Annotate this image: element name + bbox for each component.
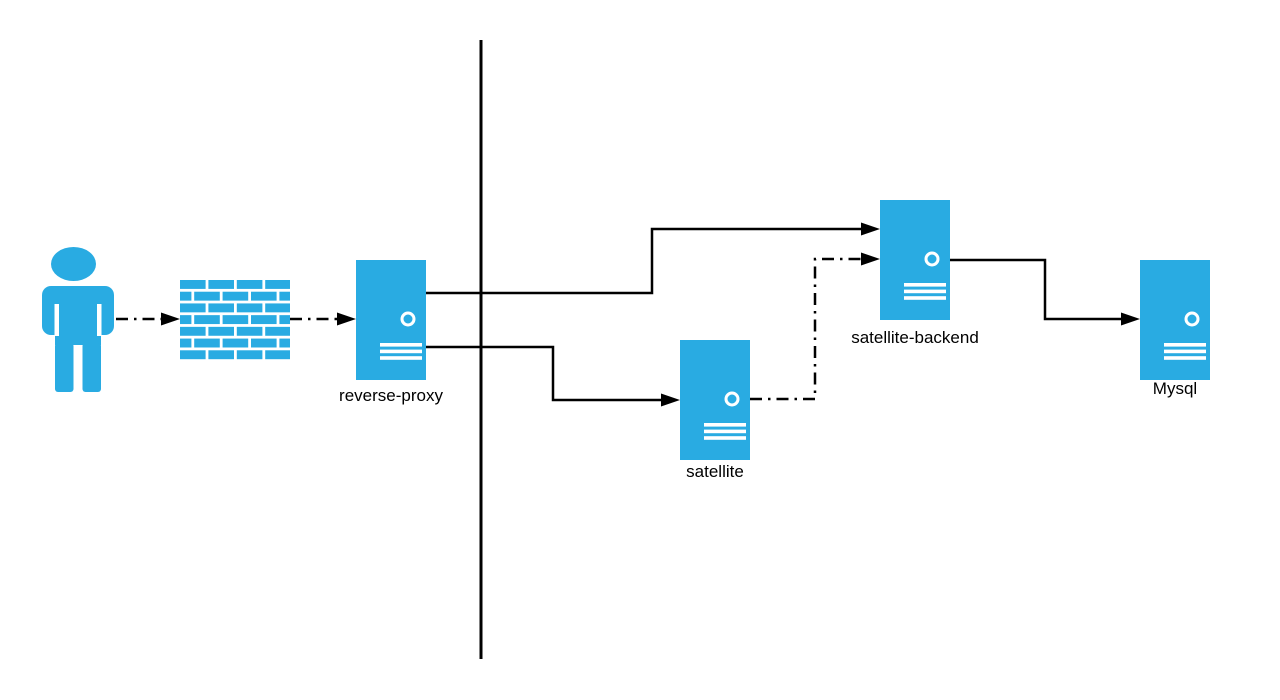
arrowhead-icon — [337, 312, 356, 326]
server-icon — [1140, 260, 1210, 380]
reverse-proxy-node: reverse-proxy — [339, 260, 443, 405]
arrowhead-icon — [661, 393, 680, 407]
server-led-icon — [1184, 311, 1200, 327]
edge-firewall-to-reverse-proxy — [290, 312, 356, 326]
server-led-icon — [400, 311, 416, 327]
server-led-icon — [924, 251, 940, 267]
arrowhead-icon — [861, 252, 880, 266]
server-icon — [880, 200, 950, 320]
arrowhead-icon — [1121, 312, 1140, 326]
server-icon — [680, 340, 750, 460]
firewall-icon — [180, 280, 290, 360]
server-vent-line — [904, 296, 946, 300]
mysql-label: Mysql — [1153, 379, 1197, 398]
server-icon — [356, 260, 426, 380]
mysql-node: Mysql — [1140, 260, 1210, 398]
satellite-backend-label: satellite-backend — [851, 328, 979, 347]
server-vent-line — [704, 429, 746, 434]
arrowhead-icon — [161, 312, 180, 326]
edge-reverse-proxy-to-satellite — [426, 345, 680, 407]
edge-user-to-firewall — [116, 312, 180, 326]
server-vent-line — [380, 356, 422, 360]
reverse-proxy-label: reverse-proxy — [339, 386, 443, 405]
server-vent-line — [380, 349, 422, 354]
edge-satellite-to-satellite-backend — [750, 252, 880, 401]
satellite-backend-node: satellite-backend — [851, 200, 979, 347]
server-vent-line — [904, 289, 946, 294]
person-icon — [42, 247, 114, 392]
server-vent-line — [380, 343, 422, 347]
server-vent-line — [904, 283, 946, 287]
server-vent-line — [1164, 349, 1206, 354]
server-vent-line — [704, 436, 746, 440]
server-vent-line — [1164, 343, 1206, 347]
arrowhead-icon — [861, 222, 880, 236]
edge-reverse-proxy-to-satellite-backend — [426, 222, 880, 295]
edge-satellite-backend-to-mysql — [950, 258, 1140, 326]
server-vent-line — [704, 423, 746, 427]
satellite-node: satellite — [680, 340, 750, 481]
server-led-icon — [724, 391, 740, 407]
server-vent-line — [1164, 356, 1206, 360]
satellite-label: satellite — [686, 462, 744, 481]
user-node — [42, 247, 114, 392]
firewall-node — [180, 280, 290, 360]
